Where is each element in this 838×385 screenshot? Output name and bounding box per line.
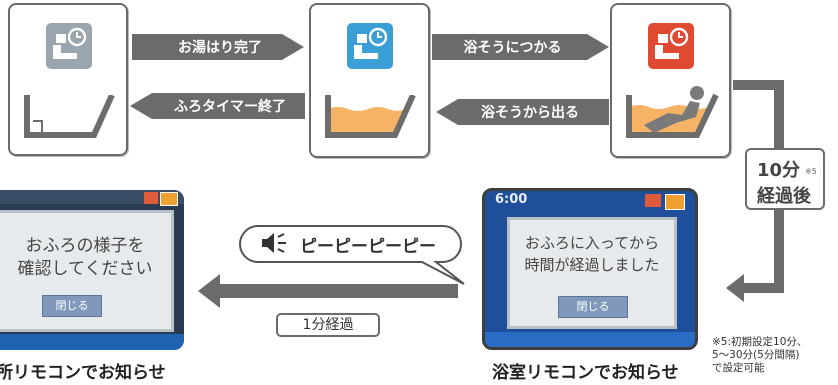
kitchen-dialog: おふろの様子を 確認してください 閉じる <box>0 210 174 332</box>
bathroom-message-line-2: 時間が経過しました <box>524 256 660 274</box>
remote-blue-icon <box>347 23 393 69</box>
bathroom-close-button[interactable]: 閉じる <box>558 296 628 318</box>
remote-gray-icon <box>46 23 92 69</box>
bathroom-status-icon <box>645 194 661 207</box>
elapsed-10-note-ref: ※5 <box>805 167 817 176</box>
footnote-line-2: 5〜30分(5分間隔) <box>712 349 800 361</box>
step-timer-end-label: ふろタイマー終了 <box>174 99 286 115</box>
kitchen-bottom-bar <box>0 334 184 350</box>
step-fill-done-label: お湯はり完了 <box>178 40 262 56</box>
state-card-in-bath <box>610 3 731 158</box>
speaker-icon <box>262 233 286 253</box>
kitchen-status-icon <box>144 192 158 204</box>
footnote-line-3: で設定可能 <box>712 362 765 374</box>
kitchen-close-button[interactable]: 閉じる <box>42 295 102 317</box>
step-exit-bath-label: 浴そうから出る <box>481 105 579 121</box>
state-card-filled <box>309 3 430 158</box>
bather-tub-icon <box>626 86 719 138</box>
elapsed-10-value: 10分 <box>757 160 801 181</box>
footnote-line-1: ※5:初期設定10分、 <box>712 336 808 348</box>
elapsed-10-badge: 10分 ※5 経過後 <box>745 148 825 210</box>
bathroom-time: 6:00 <box>495 192 528 207</box>
kitchen-message-line-2: 確認してください <box>17 259 153 279</box>
kitchen-topbar <box>0 190 184 204</box>
kitchen-caption: 所リモコンでお知らせ <box>0 363 166 383</box>
remote-red-icon <box>648 23 694 69</box>
bathroom-caption: 浴室リモコンでお知らせ <box>492 363 679 383</box>
bathroom-status-icon-2 <box>665 194 685 210</box>
bathroom-remote-screen: 6:00 おふろに入ってから 時間が経過しました 閉じる <box>482 188 698 350</box>
bathroom-bottom-bar <box>485 332 695 347</box>
kitchen-message-line-1: おふろの様子を <box>25 236 145 256</box>
speech-bubble <box>239 225 465 285</box>
kitchen-status-icon-2 <box>160 192 178 206</box>
empty-tub-icon <box>24 95 115 138</box>
speech-text: ピーピーピーピー <box>300 237 436 257</box>
elapsed-1-tag: 1分経過 <box>276 313 380 337</box>
bathroom-dialog: おふろに入ってから 時間が経過しました 閉じる <box>507 217 677 329</box>
state-card-empty <box>8 3 128 156</box>
kitchen-remote-screen: おふろの様子を 確認してください 閉じる <box>0 190 184 350</box>
filled-tub-icon <box>325 95 416 138</box>
elapsed-10-sub: 経過後 <box>757 186 811 207</box>
bathroom-message-line-1: おふろに入ってから <box>524 234 660 252</box>
step-enter-bath-label: 浴そうにつかる <box>463 40 562 56</box>
